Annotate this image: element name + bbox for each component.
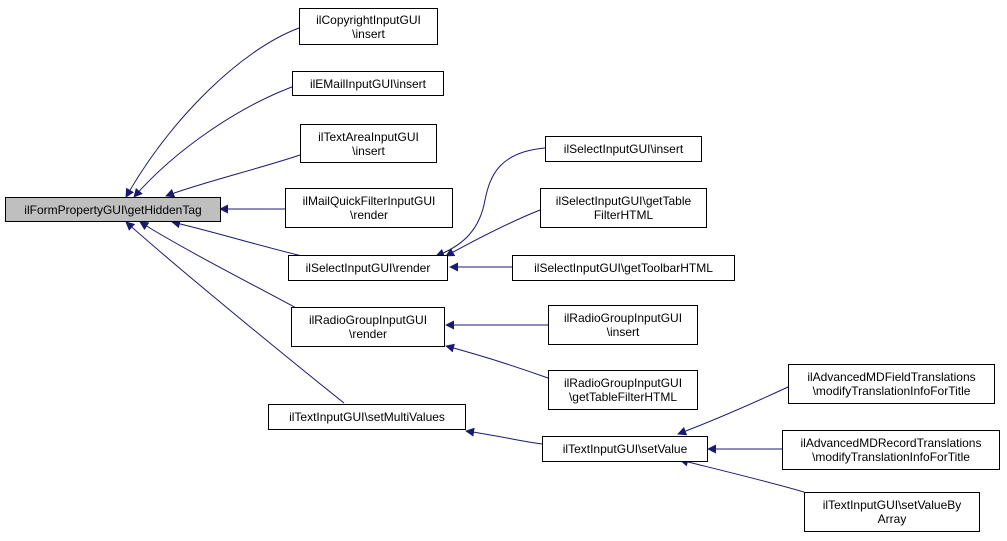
node-label-line1: ilCopyrightInputGUI — [316, 12, 421, 27]
edge-textarea-insert-to-root — [165, 154, 301, 198]
node-formproperty-gethiddentag[interactable]: ilFormPropertyGUI\getHiddenTag — [5, 197, 221, 222]
node-label-line1: ilTextAreaInputGUI — [318, 129, 419, 144]
node-label-line1: ilRadioGroupInputGUI — [563, 376, 683, 390]
edge-select-insert-to-select-render — [435, 147, 546, 258]
node-label-line2: \render — [348, 327, 388, 341]
node-label-line1: ilTextInputGUI\setMultiValues — [289, 410, 445, 424]
node-label-line2: Array — [877, 512, 907, 526]
node-advrecord-modify[interactable]: ilAdvancedMDRecordTranslations \modifyTr… — [782, 430, 1000, 470]
node-mailquickfilter-render[interactable]: ilMailQuickFilterInputGUI \render — [285, 188, 453, 228]
edge-text-setvaluebyarray-to-text-setvalue — [679, 457, 805, 493]
edge-text-setmultivalues-to-root — [125, 221, 345, 404]
edge-radiogroup-render-to-root — [139, 221, 301, 311]
node-text-setvaluebyarray[interactable]: ilTextInputGUI\setValueBy Array — [804, 492, 980, 532]
node-label-line1: ilAdvancedMDRecordTranslations — [800, 436, 982, 450]
node-email-insert[interactable]: ilEMailInputGUI\insert — [292, 71, 444, 96]
node-label-line2: FilterHTML — [593, 208, 654, 222]
node-label-line1: ilRadioGroupInputGUI — [308, 313, 428, 327]
node-label-line1: ilRadioGroupInputGUI — [563, 311, 683, 325]
node-text-setmultivalues[interactable]: ilTextInputGUI\setMultiValues — [268, 404, 466, 430]
node-label-line1: ilEMailInputGUI\insert — [309, 76, 427, 91]
node-label-line2: \insert — [606, 325, 640, 339]
node-label-line2: \insert — [352, 143, 385, 158]
node-select-gettoolbarhtml[interactable]: ilSelectInputGUI\getToolbarHTML — [512, 255, 735, 281]
node-radiogroup-insert[interactable]: ilRadioGroupInputGUI \insert — [548, 305, 698, 345]
node-label-line2: \getTableFilterHTML — [568, 390, 678, 404]
edge-advfield-modify-to-text-setvalue — [677, 386, 789, 436]
node-label-line2: \modifyTranslationInfoForTitle — [812, 450, 970, 464]
node-label-line2: \insert — [352, 26, 385, 41]
node-label-line1: ilSelectInputGUI\getTable — [555, 194, 692, 208]
node-label-line1: ilTextInputGUI\setValue — [562, 442, 688, 456]
node-label-line1: ilTextInputGUI\setValueBy — [822, 498, 962, 512]
node-label-line1: ilSelectInputGUI\getToolbarHTML — [534, 261, 713, 275]
node-copyright-insert[interactable]: ilCopyrightInputGUI \insert — [299, 8, 438, 45]
node-label-line1: ilFormPropertyGUI\getHiddenTag — [24, 202, 202, 217]
edge-email-insert-to-root — [133, 83, 301, 198]
node-textarea-insert[interactable]: ilTextAreaInputGUI \insert — [300, 124, 437, 163]
node-label-line1: ilSelectInputGUI\insert — [563, 142, 684, 156]
edge-radiogroup-gettablefilterhtml-to-radiogroup-render — [445, 343, 549, 379]
node-select-render[interactable]: ilSelectInputGUI\render — [288, 255, 448, 281]
node-select-gettablefilterhtml[interactable]: ilSelectInputGUI\getTable FilterHTML — [540, 188, 707, 228]
node-radiogroup-gettablefilterhtml[interactable]: ilRadioGroupInputGUI \getTableFilterHTML — [548, 370, 698, 410]
node-select-insert[interactable]: ilSelectInputGUI\insert — [545, 136, 702, 162]
node-text-setvalue[interactable]: ilTextInputGUI\setValue — [542, 436, 708, 462]
edge-text-setvalue-to-text-setmultivalues — [465, 427, 543, 445]
node-label-line1: ilMailQuickFilterInputGUI — [302, 194, 436, 208]
edge-copyright-insert-to-root — [125, 27, 300, 198]
node-advfield-modify[interactable]: ilAdvancedMDFieldTranslations \modifyTra… — [788, 364, 995, 404]
node-label-line1: ilSelectInputGUI\render — [305, 261, 431, 275]
edge-select-gettablefilterhtml-to-select-render — [445, 209, 541, 257]
node-label-line1: ilAdvancedMDFieldTranslations — [807, 370, 976, 384]
node-label-line2: \modifyTranslationInfoForTitle — [812, 384, 971, 398]
edge-select-render-to-root — [171, 219, 303, 257]
node-radiogroup-render[interactable]: ilRadioGroupInputGUI \render — [291, 307, 445, 347]
node-label-line2: \render — [349, 208, 389, 222]
